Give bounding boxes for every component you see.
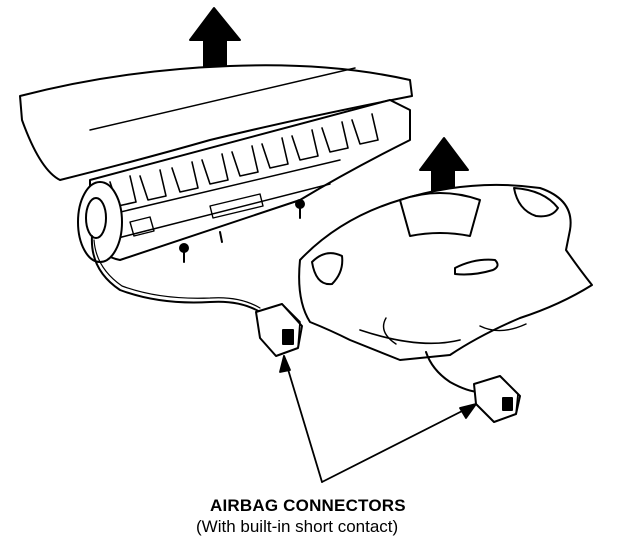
caption-title: AIRBAG CONNECTORS (210, 496, 406, 515)
passenger-airbag-harness (90, 235, 261, 313)
housing-ribs (109, 113, 379, 207)
steering-airbag-connector (473, 375, 521, 423)
caption-subtitle: (With built-in short contact) (196, 517, 399, 536)
steering-wheel-airbag-module (298, 183, 593, 361)
leader-lines (279, 355, 477, 483)
passenger-airbag-module (19, 64, 413, 263)
steering-airbag-harness (425, 351, 481, 393)
passenger-airbag-connector (255, 303, 303, 357)
